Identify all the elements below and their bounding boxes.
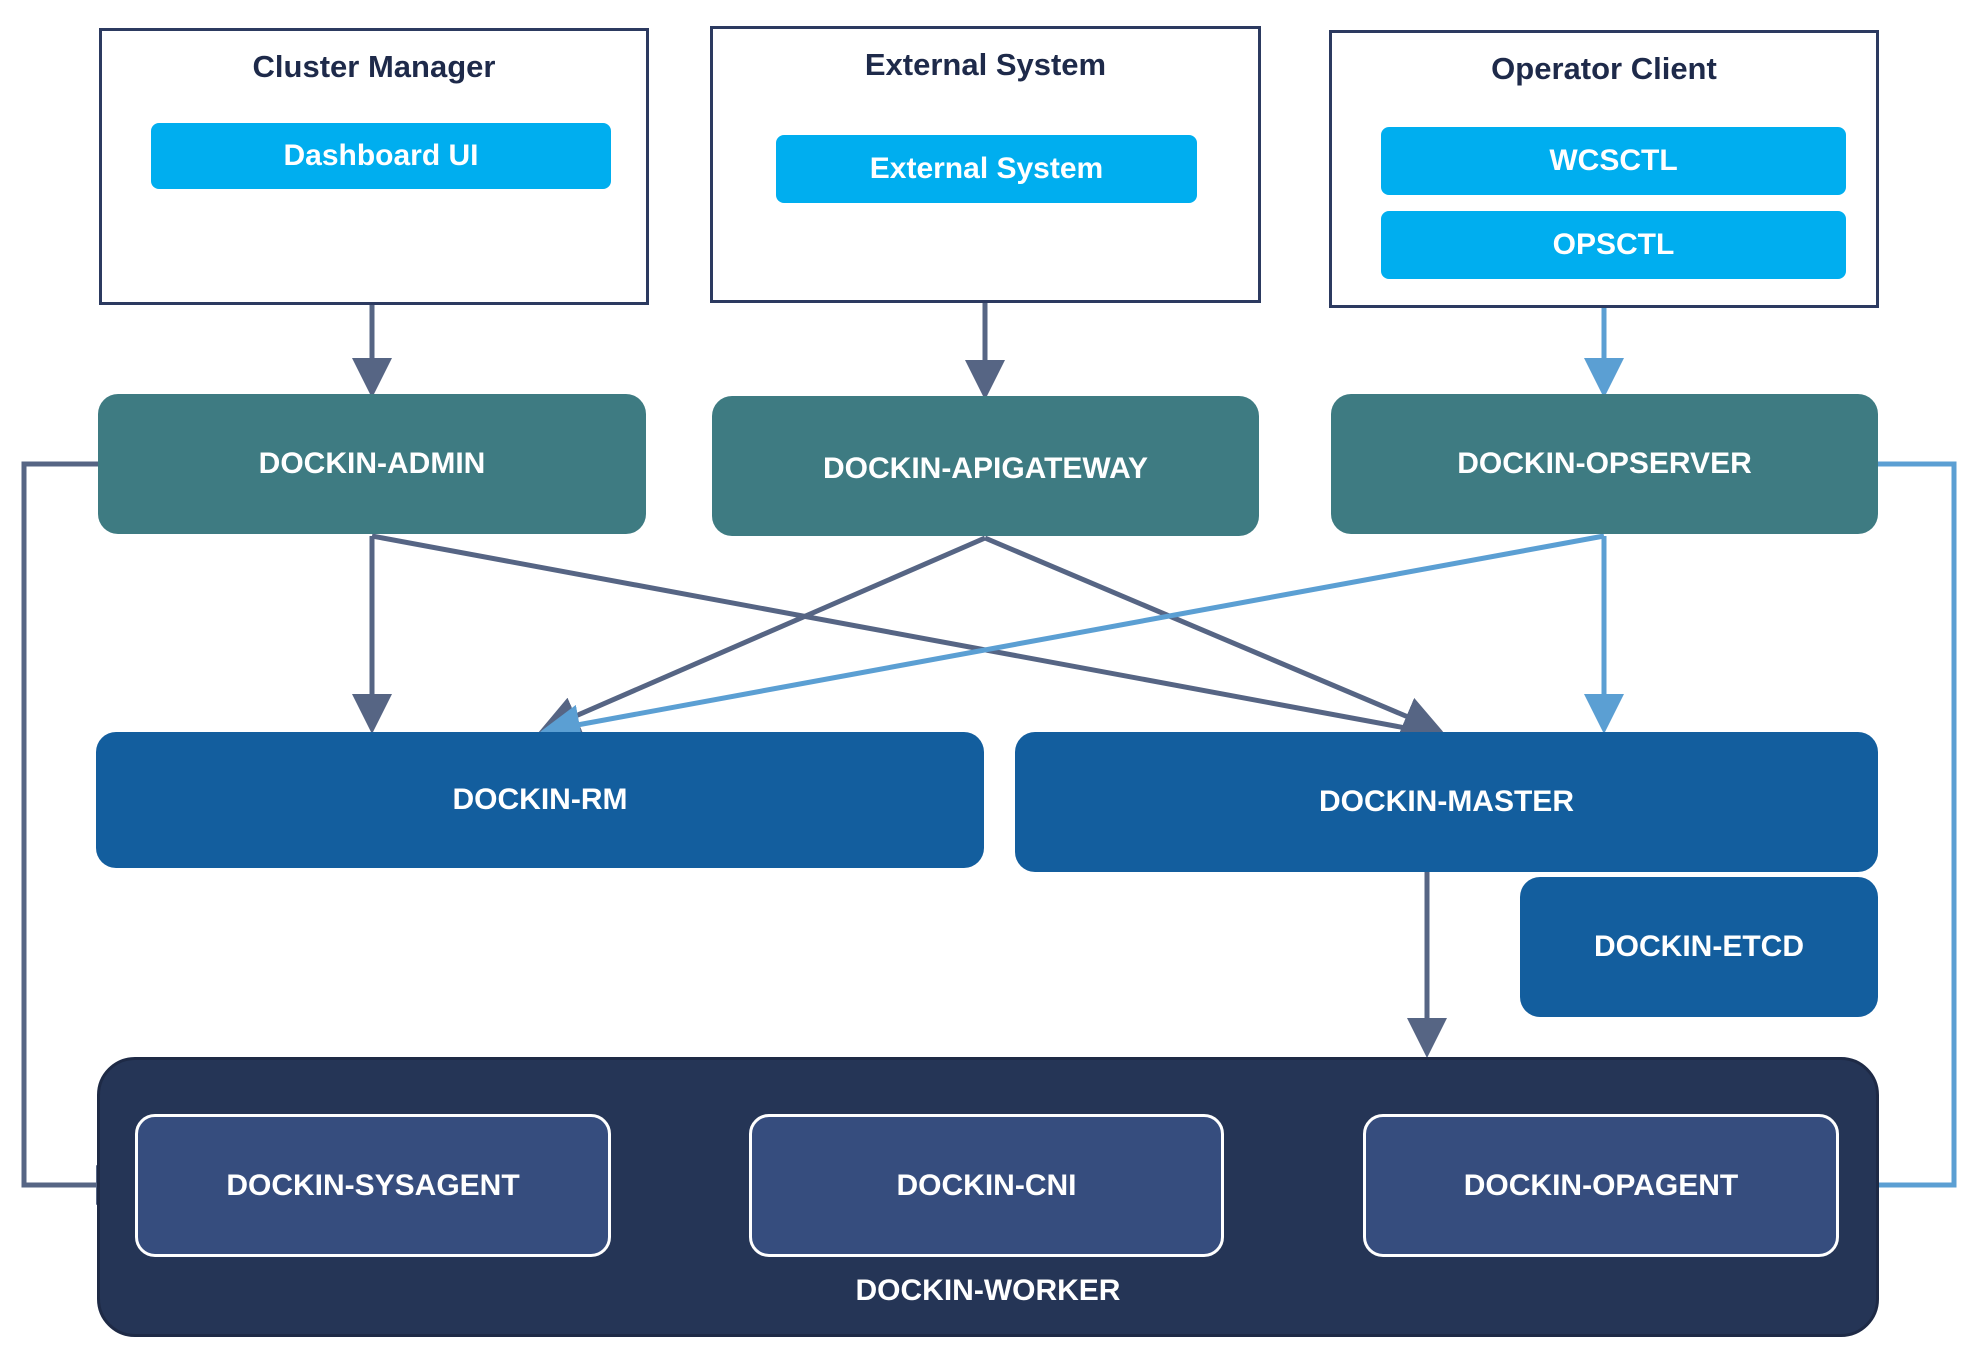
dockin-rm-box[interactable]: DOCKIN-RM (96, 732, 984, 868)
dashboard-ui-button[interactable]: Dashboard UI (151, 123, 611, 189)
dockin-opserver-box[interactable]: DOCKIN-OPSERVER (1331, 394, 1878, 534)
dockin-apigateway-box[interactable]: DOCKIN-APIGATEWAY (712, 396, 1259, 536)
cluster-manager-title: Cluster Manager (252, 49, 496, 84)
opsctl-button[interactable]: OPSCTL (1381, 211, 1846, 279)
dockin-admin-box[interactable]: DOCKIN-ADMIN (98, 394, 646, 534)
dockin-etcd-box[interactable]: DOCKIN-ETCD (1520, 877, 1878, 1017)
dockin-sysagent-box[interactable]: DOCKIN-SYSAGENT (135, 1114, 611, 1257)
dockin-worker-label: DOCKIN-WORKER (855, 1274, 1121, 1307)
arrow-admin-to-sysagent (21, 461, 136, 1205)
dockin-opagent-box[interactable]: DOCKIN-OPAGENT (1363, 1114, 1839, 1257)
arrow-opserver-to-rm (540, 533, 1605, 745)
arrow-apigateway-to-rm (538, 535, 986, 735)
arrow-admin-to-master (371, 533, 1448, 749)
wcsctl-button[interactable]: WCSCTL (1381, 127, 1846, 195)
operator-client-title: Operator Client (1491, 51, 1717, 86)
arrow-apigateway-to-master (984, 535, 1444, 735)
dockin-cni-box[interactable]: DOCKIN-CNI (749, 1114, 1224, 1257)
external-system-title: External System (864, 47, 1107, 82)
arrow-opserver-to-opagent (1838, 461, 1957, 1205)
external-system-button[interactable]: External System (776, 135, 1197, 203)
dockin-master-box[interactable]: DOCKIN-MASTER (1015, 732, 1878, 872)
